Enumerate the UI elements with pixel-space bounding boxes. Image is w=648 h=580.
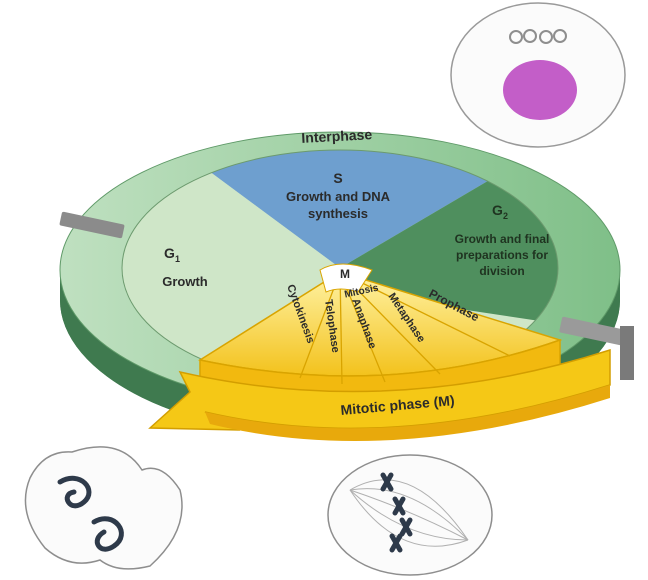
metaphase-cell-illustration — [328, 455, 492, 575]
mitosis-center-letter: M — [340, 267, 350, 281]
ring-clip-right-post — [620, 326, 634, 380]
g2-phase-line3: division — [479, 264, 524, 278]
cytokinesis-cell-illustration — [25, 447, 182, 569]
interphase-cell-illustration — [451, 3, 625, 147]
g1-phase-desc: Growth — [162, 274, 208, 289]
s-phase-name: S — [333, 170, 342, 186]
g2-phase-line1: Growth and final — [455, 232, 550, 246]
s-phase-line1: Growth and DNA — [286, 189, 391, 204]
g2-phase-line2: preparations for — [456, 248, 548, 262]
s-phase-line2: synthesis — [308, 206, 368, 221]
nucleus-shape — [503, 60, 577, 120]
